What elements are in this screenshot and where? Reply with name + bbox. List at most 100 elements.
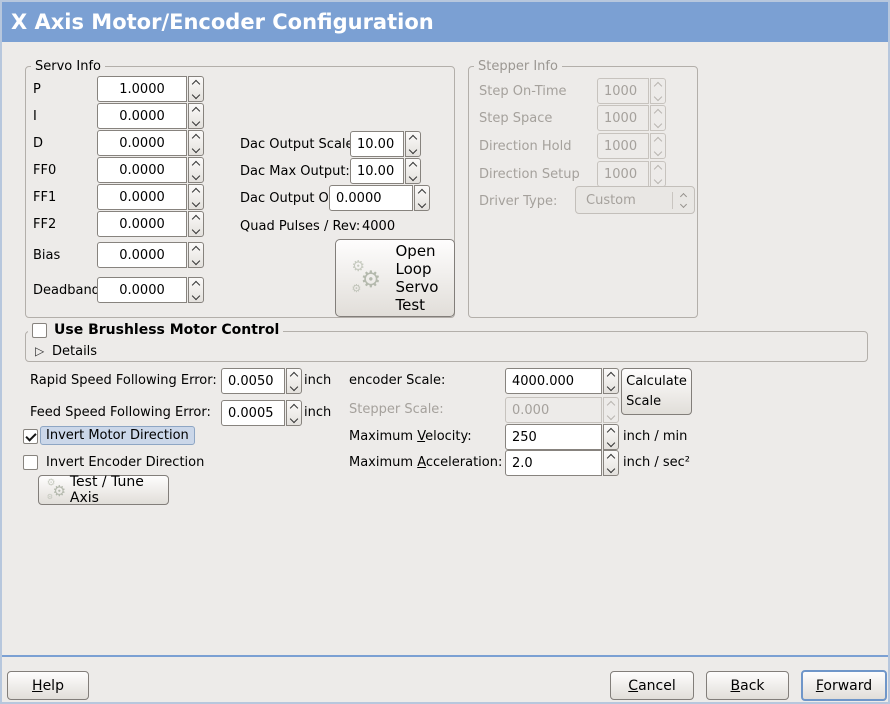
- direction-setup-spinbox: 1000: [597, 161, 666, 187]
- invert-encoder-checkbox[interactable]: [23, 455, 38, 470]
- spin-up-icon[interactable]: [191, 214, 201, 223]
- p-input[interactable]: 1.0000: [97, 76, 187, 102]
- spin-down-icon[interactable]: [417, 199, 427, 208]
- spin-down-icon[interactable]: [606, 464, 616, 473]
- spin-down-icon[interactable]: [408, 172, 418, 181]
- spin-down-icon[interactable]: [408, 145, 418, 154]
- stepper-scale-spinbox: 0.000: [505, 397, 619, 423]
- spin-up-icon[interactable]: [289, 403, 299, 412]
- encoder-scale-spinbox: 4000.000: [505, 368, 619, 394]
- invert-encoder-label[interactable]: Invert Encoder Direction: [46, 455, 205, 470]
- rapid-following-error-spin-buttons[interactable]: [286, 368, 302, 394]
- i-input[interactable]: 0.0000: [97, 103, 187, 129]
- test-tune-axis-button[interactable]: ⚙⚙⚙ Test / Tune Axis: [38, 474, 169, 506]
- spin-down-icon[interactable]: [191, 256, 201, 265]
- spin-down-icon[interactable]: [191, 117, 201, 126]
- cancel-button[interactable]: Cancel: [610, 671, 694, 700]
- spin-down-icon[interactable]: [289, 414, 299, 423]
- details-expander-label[interactable]: Details: [52, 344, 98, 359]
- spin-up-icon[interactable]: [606, 371, 616, 380]
- spin-up-icon[interactable]: [191, 245, 201, 254]
- spin-up-icon[interactable]: [408, 161, 418, 170]
- spin-up-icon[interactable]: [191, 160, 201, 169]
- spin-down-icon[interactable]: [606, 438, 616, 447]
- spin-down-icon[interactable]: [191, 90, 201, 99]
- calculate-scale-button[interactable]: Calculate Scale: [621, 368, 692, 415]
- ff0-spin-buttons[interactable]: [188, 157, 204, 183]
- dac-max-output-input[interactable]: 10.00: [350, 158, 404, 184]
- p-spin-buttons[interactable]: [188, 76, 204, 102]
- use-brushless-checkbox[interactable]: [32, 322, 47, 338]
- use-brushless-label[interactable]: Use Brushless Motor Control: [54, 322, 280, 338]
- spin-up-icon[interactable]: [191, 280, 201, 289]
- expander-triangle-icon[interactable]: ▷: [35, 344, 45, 358]
- open-loop-line: Loop: [395, 260, 432, 278]
- chevron-down-icon: [679, 200, 688, 208]
- maximum-velocity-spin-buttons[interactable]: [603, 424, 619, 450]
- bias-input[interactable]: 0.0000: [97, 242, 187, 268]
- dac-output-offset-input[interactable]: 0.0000: [329, 185, 413, 211]
- spin-down-icon[interactable]: [289, 382, 299, 391]
- spin-up-icon[interactable]: [606, 427, 616, 436]
- encoder-scale-input[interactable]: 4000.000: [505, 368, 602, 394]
- feed-following-error-input[interactable]: 0.0005: [221, 400, 285, 426]
- invert-motor-checkbox[interactable]: [23, 429, 38, 444]
- spin-down-icon: [653, 119, 663, 128]
- direction-hold-label: Direction Hold: [479, 139, 572, 154]
- spin-down-icon[interactable]: [191, 144, 201, 153]
- invert-motor-label[interactable]: Invert Motor Direction: [40, 426, 195, 445]
- back-button[interactable]: Back: [706, 671, 789, 700]
- dac-max-output-spin-buttons[interactable]: [405, 158, 421, 184]
- maximum-acceleration-spinbox: 2.0: [505, 450, 619, 476]
- ff2-input[interactable]: 0.0000: [97, 211, 187, 237]
- driver-type-value: Custom: [586, 192, 636, 208]
- dac-output-scale-input[interactable]: 10.00: [350, 131, 404, 157]
- forward-button[interactable]: Forward: [801, 670, 887, 701]
- deadband-spin-buttons[interactable]: [188, 277, 204, 303]
- spin-up-icon[interactable]: [191, 106, 201, 115]
- page-title: X Axis Motor/Encoder Configuration: [2, 2, 888, 42]
- rapid-following-error-input[interactable]: 0.0050: [221, 368, 285, 394]
- spin-up-icon[interactable]: [417, 188, 427, 197]
- ff1-spin-buttons[interactable]: [188, 184, 204, 210]
- spin-down-icon[interactable]: [191, 291, 201, 300]
- d-input[interactable]: 0.0000: [97, 130, 187, 156]
- spin-down-icon: [653, 147, 663, 156]
- deadband-input[interactable]: 0.0000: [97, 277, 187, 303]
- stepper-scale-label: Stepper Scale:: [349, 402, 444, 417]
- maximum-velocity-input[interactable]: 250: [505, 424, 602, 450]
- spin-up-icon[interactable]: [191, 133, 201, 142]
- help-button[interactable]: Help: [7, 671, 89, 700]
- ff2-spinbox: 0.0000: [97, 211, 204, 237]
- d-label: D: [33, 136, 44, 151]
- encoder-scale-spin-buttons[interactable]: [603, 368, 619, 394]
- spin-up-icon[interactable]: [408, 134, 418, 143]
- dac-output-scale-spinbox: 10.00: [350, 131, 421, 157]
- spin-down-icon: [653, 175, 663, 184]
- ff0-input[interactable]: 0.0000: [97, 157, 187, 183]
- spin-up-icon[interactable]: [191, 187, 201, 196]
- spin-up-icon[interactable]: [289, 371, 299, 380]
- maximum-acceleration-input[interactable]: 2.0: [505, 450, 602, 476]
- spin-up-icon[interactable]: [606, 453, 616, 462]
- i-spin-buttons[interactable]: [188, 103, 204, 129]
- spin-down-icon[interactable]: [191, 198, 201, 207]
- ff2-spin-buttons[interactable]: [188, 211, 204, 237]
- direction-hold-spin-buttons: [650, 133, 666, 159]
- spin-down-icon[interactable]: [191, 225, 201, 234]
- bias-spin-buttons[interactable]: [188, 242, 204, 268]
- spin-down-icon[interactable]: [606, 382, 616, 391]
- spin-down-icon[interactable]: [191, 171, 201, 180]
- servo-info-frame: [25, 66, 455, 318]
- footer-separator: [2, 655, 888, 657]
- dac-output-scale-spin-buttons[interactable]: [405, 131, 421, 157]
- spin-up-icon[interactable]: [191, 79, 201, 88]
- maximum-acceleration-spin-buttons[interactable]: [603, 450, 619, 476]
- dac-output-offset-spin-buttons[interactable]: [414, 185, 430, 211]
- feed-following-error-spin-buttons[interactable]: [286, 400, 302, 426]
- open-loop-servo-test-button[interactable]: ⚙⚙⚙ Open Loop Servo Test: [335, 239, 455, 317]
- d-spin-buttons[interactable]: [188, 130, 204, 156]
- encoder-scale-label: encoder Scale:: [349, 373, 446, 388]
- ff1-input[interactable]: 0.0000: [97, 184, 187, 210]
